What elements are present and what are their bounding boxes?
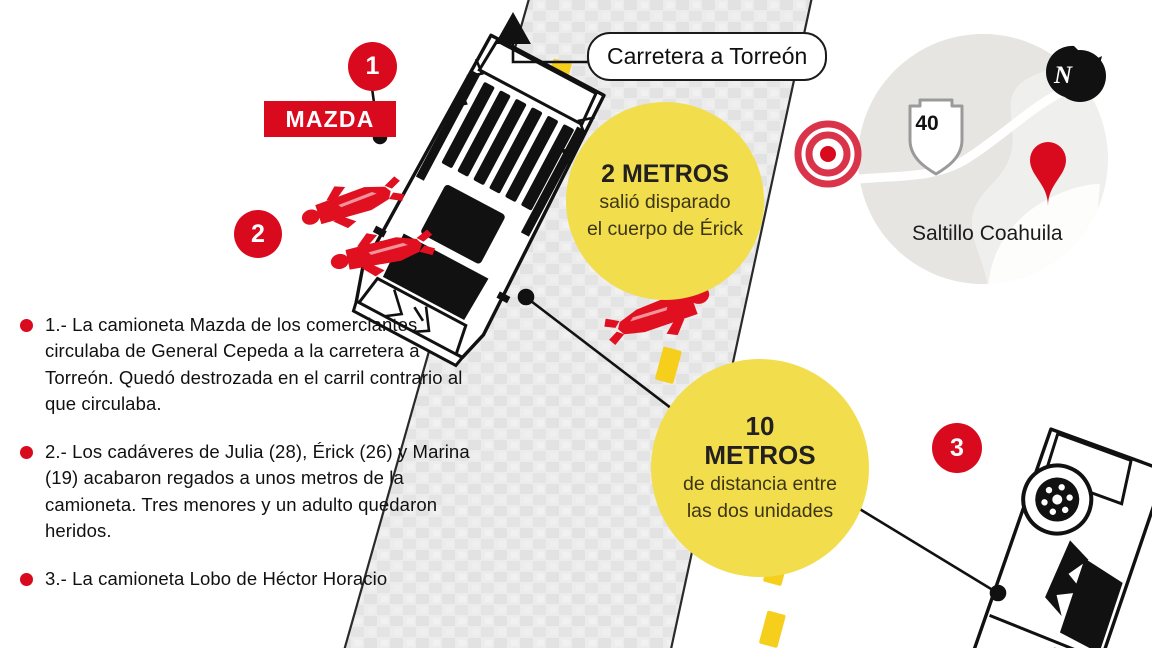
road-name-text: Carretera a Torreón (607, 43, 808, 69)
lobo-vehicle (954, 427, 1152, 648)
legend-item-3-text: 3.- La camioneta Lobo de Héctor Horacio (45, 568, 388, 590)
direction-arrow (495, 12, 588, 64)
legend-item-1-text: 1.- La camioneta Mazda de los comerciant… (45, 314, 463, 414)
legend-item-3: 3.- La camioneta Lobo de Héctor Horacio (20, 566, 470, 592)
compass-north-icon (1046, 45, 1106, 102)
road-name-callout: Carretera a Torreón (587, 32, 828, 81)
bubble-10m-line2: las dos unidades (686, 500, 834, 523)
compass-north-letter: N (1053, 62, 1073, 89)
legend-item-2-text: 2.- Los cadáveres de Julia (28), Érick (… (45, 441, 470, 541)
legend-list: 1.- La camioneta Mazda de los comerciant… (20, 312, 470, 614)
highway-shield-number: 40 (915, 112, 939, 135)
distance-bubble-10-metros: 10 METROS de distancia entre las dos uni… (651, 359, 869, 577)
distance-bubble-2-metros: 2 METROS salió disparado el cuerpo de Ér… (566, 102, 764, 300)
bubble-2m-line2: el cuerpo de Érick (586, 218, 744, 240)
mazda-vehicle-label: MAZDA (264, 101, 396, 137)
mazda-vehicle (351, 33, 606, 368)
legend-item-1: 1.- La camioneta Mazda de los comerciant… (20, 312, 470, 417)
legend-item-2: 2.- Los cadáveres de Julia (28), Érick (… (20, 439, 470, 544)
bubble-10m-unit: METROS (704, 440, 816, 471)
bubble-10m-line1: de distancia entre (683, 473, 837, 496)
minimap-place-label: Saltillo Coahuila (912, 222, 1063, 245)
scene-marker-1[interactable]: 1 (348, 42, 397, 91)
highway-shield-icon (908, 98, 964, 176)
scene-marker-3[interactable]: 3 (932, 423, 982, 473)
body-silhouette-2 (330, 229, 436, 277)
legend-bullet-icon (20, 446, 33, 460)
bubble-10m-number: 10 (745, 411, 775, 442)
bubble-2m-value: 2 METROS (601, 160, 729, 189)
body-silhouette-1 (301, 176, 405, 229)
legend-bullet-icon (20, 573, 33, 587)
map-pin-icon (1030, 142, 1066, 206)
legend-bullet-icon (20, 319, 33, 332)
bubble-2m-line1: salió disparado (599, 191, 731, 214)
road-edge-right (670, 0, 813, 648)
minimap-graphic (794, 34, 1108, 284)
scene-marker-2[interactable]: 2 (234, 210, 282, 258)
target-icon (794, 120, 862, 188)
